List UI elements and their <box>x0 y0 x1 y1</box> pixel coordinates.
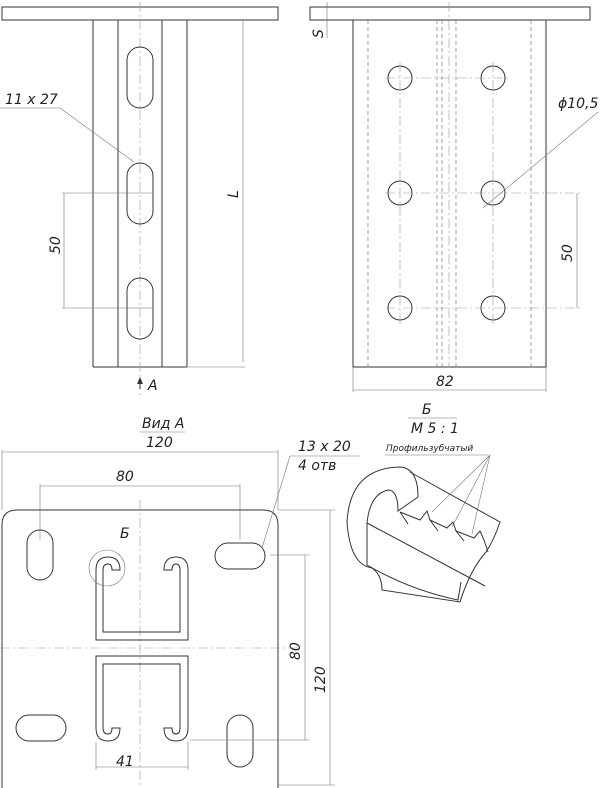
mounting-hole <box>226 714 254 768</box>
view-arrow-label: A <box>147 378 158 394</box>
c-profile-bottom <box>95 655 189 742</box>
profile-note: Профильзубчатый <box>386 444 473 454</box>
height-dimension: 120 <box>313 666 329 693</box>
arrow-icon <box>137 377 143 384</box>
slot <box>126 46 154 109</box>
thickness-dimension: S <box>311 29 327 38</box>
length-dimension: L <box>226 190 242 198</box>
hole-spacing-dimension: 80 <box>116 469 134 485</box>
pitch-dimension: 50 <box>560 244 576 262</box>
side-view: S ϕ10,5 50 82 <box>309 2 599 392</box>
detail-marker: Б <box>120 526 130 542</box>
view-a: Вид А 120 80 13 x 20 4 отв Б 80 120 <box>0 416 360 788</box>
profile-outline <box>346 466 462 601</box>
front-view: 50 11 x 27 L A <box>0 2 279 395</box>
hole-diameter-label: ϕ10,5 <box>558 96 599 112</box>
detail-b: Б М 5 : 1 Профильзубчатый <box>346 402 501 603</box>
hole-count-label: 4 отв <box>298 458 336 474</box>
width-dimension: 82 <box>436 374 454 390</box>
vertical-spacing-dimension: 80 <box>288 642 304 660</box>
pitch-dimension: 50 <box>48 236 64 254</box>
tooth-profile <box>399 509 489 553</box>
mounting-hole <box>214 542 266 570</box>
channel-body <box>352 19 547 368</box>
holes <box>385 62 580 324</box>
mounting-hole <box>26 529 54 581</box>
detail-title: Б <box>422 402 432 418</box>
hole-size-label: 13 x 20 <box>298 439 351 455</box>
slot-size-label: 11 x 27 <box>5 92 58 108</box>
base-plate <box>309 6 591 21</box>
profile-width-dimension: 41 <box>116 754 134 770</box>
width-dimension: 120 <box>146 435 173 451</box>
view-a-title: Вид А <box>142 416 184 432</box>
slot <box>126 162 154 225</box>
detail-scale: М 5 : 1 <box>411 421 459 437</box>
profile-outline-back <box>346 471 501 603</box>
slot <box>126 277 154 340</box>
mounting-hole <box>15 714 67 742</box>
c-profile-top <box>95 556 189 641</box>
detail-b-marker-circle <box>88 549 126 587</box>
